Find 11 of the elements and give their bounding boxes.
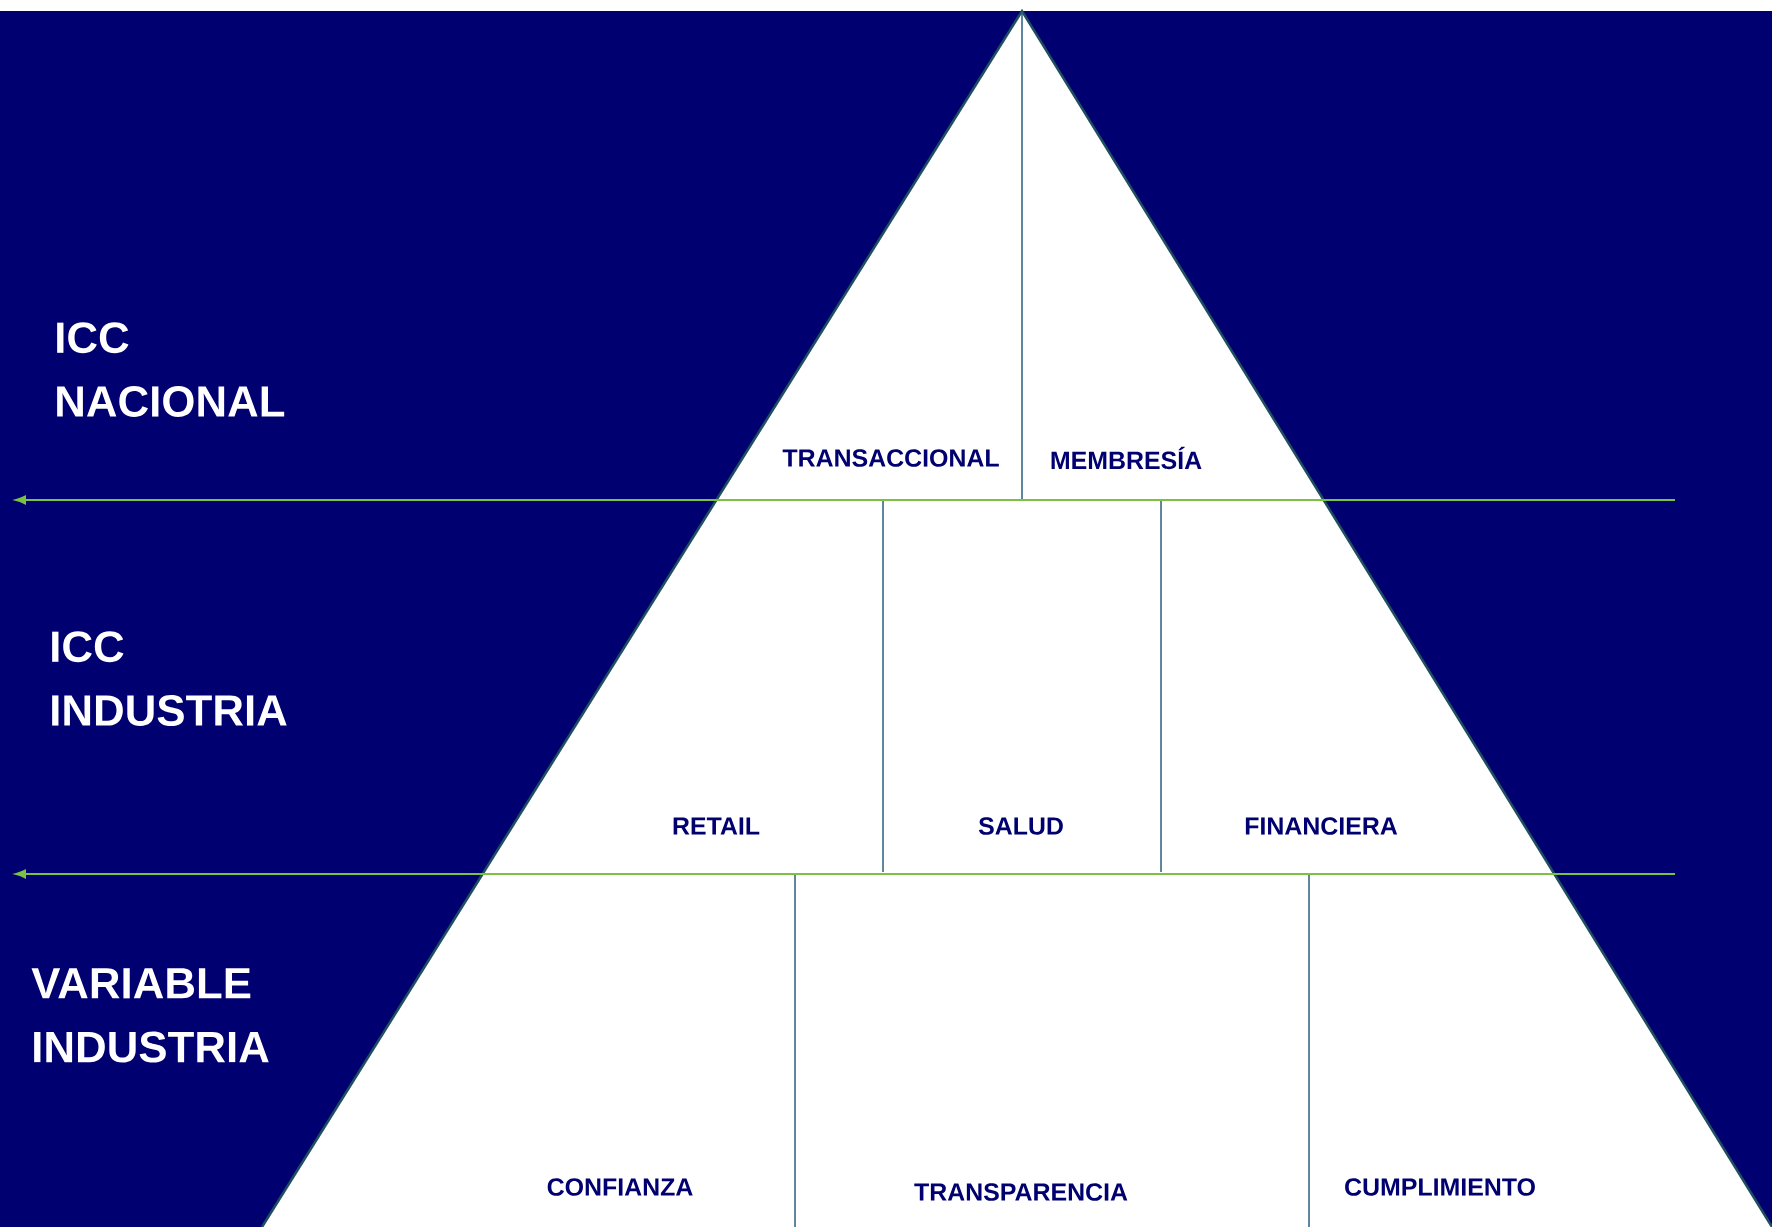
- segment-label: SALUD: [978, 817, 1063, 835]
- segment-label: TRANSPARENCIA: [914, 1183, 1128, 1201]
- segment-label: TRANSACCIONAL: [782, 449, 999, 467]
- level-label: VARIABLE INDUSTRIA: [31, 968, 269, 1063]
- segment-label: RETAIL: [673, 817, 760, 835]
- segment-label: CUMPLIMIENTO: [1345, 1178, 1535, 1196]
- segment-label: MEMBRESÍA: [1051, 446, 1202, 470]
- segment-label: FINANCIERA: [1245, 817, 1398, 835]
- level-label: ICC INDUSTRIA: [52, 631, 287, 726]
- level-label: ICC NACIONAL: [57, 322, 285, 417]
- segment-label: CONFIANZA: [547, 1178, 693, 1196]
